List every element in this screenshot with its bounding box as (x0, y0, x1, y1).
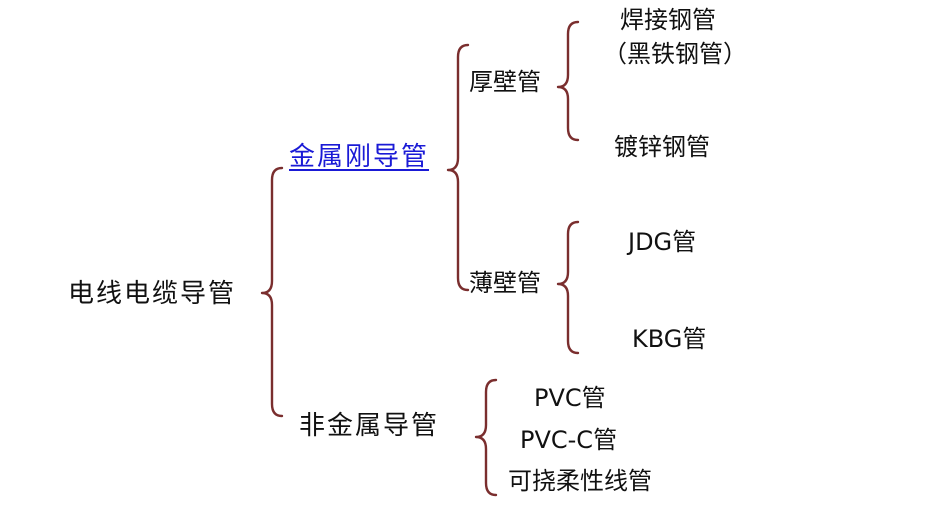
root-label: 电线电缆导管 (68, 279, 237, 309)
welded-steel-pipe: 焊接钢管 (620, 6, 716, 34)
thick-wall-brace (556, 20, 580, 142)
root-brace (260, 166, 284, 418)
pvc-pipe: PVC管 (534, 384, 606, 412)
metal-conduit-link[interactable]: 金属刚导管 (289, 142, 430, 172)
non-metal-brace (474, 378, 498, 497)
metal-brace (446, 43, 470, 292)
thick-wall-label: 厚壁管 (469, 68, 541, 96)
black-iron-steel-pipe: （黑铁钢管） (603, 40, 747, 68)
thin-wall-brace (556, 220, 580, 355)
non-metal-conduit-label: 非金属导管 (299, 411, 440, 441)
thin-wall-label: 薄壁管 (469, 269, 541, 297)
pvc-c-pipe: PVC-C管 (520, 426, 618, 454)
galvanized-steel-pipe: 镀锌钢管 (614, 133, 710, 161)
jdg-pipe: JDG管 (628, 228, 697, 256)
kbg-pipe: KBG管 (632, 325, 707, 353)
flexible-conduit: 可挠柔性线管 (508, 467, 652, 495)
